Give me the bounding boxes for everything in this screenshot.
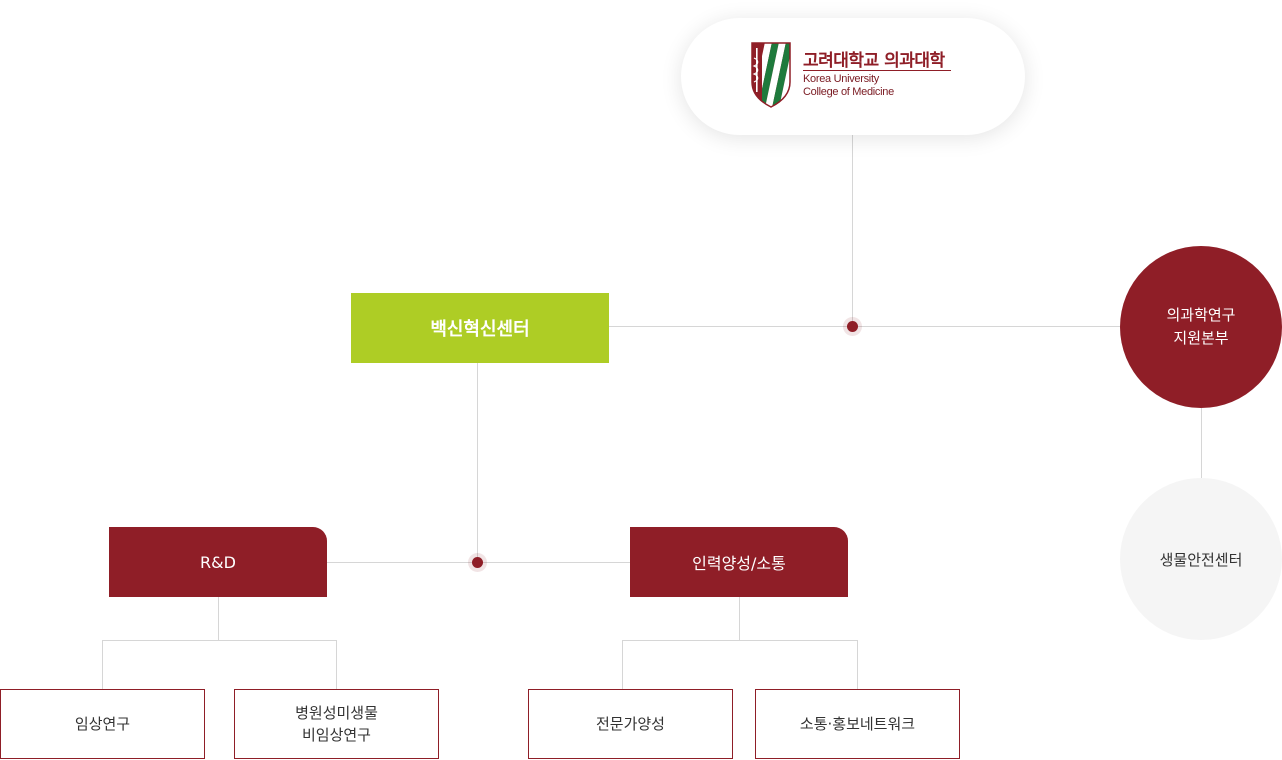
expert-training-label: 전문가양성 (595, 715, 665, 733)
connector-training-branch (622, 640, 858, 641)
logo-english-line2: College of Medicine (803, 86, 894, 98)
connector-rnd-left (102, 640, 103, 689)
training-communication-division-node: 인력양성/소통 (630, 527, 848, 597)
communication-network-label: 소통·홍보네트워크 (799, 715, 916, 733)
vaccine-innovation-center-node: 백신혁신센터 (351, 293, 609, 363)
rnd-division-node: R&D (109, 527, 327, 597)
logo-divider (803, 70, 951, 71)
junction-dot-top (847, 321, 858, 332)
expert-training-unit: 전문가양성 (528, 689, 733, 759)
support-hq-label-line1: 의과학연구 (1166, 306, 1236, 324)
clinical-research-label: 임상연구 (74, 715, 131, 733)
connector-center-to-divisions (477, 363, 478, 562)
connector-training-left (622, 640, 623, 689)
medical-research-support-hq-node: 의과학연구 지원본부 (1120, 246, 1282, 408)
support-hq-label-line2: 지원본부 (1173, 329, 1229, 347)
biosafety-center-label: 생물안전센터 (1159, 550, 1243, 569)
connector-rnd-branch (102, 640, 337, 641)
university-logo-box: 고려대학교 의과대학 Korea University College of M… (681, 18, 1025, 135)
connector-training-right (857, 640, 858, 689)
training-division-label: 인력양성/소통 (692, 554, 786, 573)
clinical-research-unit: 임상연구 (0, 689, 205, 759)
connector-logo-to-junction (852, 135, 853, 327)
junction-dot-bottom (472, 557, 483, 568)
connector-rnd-right (336, 640, 337, 689)
vaccine-innovation-center-label: 백신혁신센터 (430, 319, 530, 340)
logo-korean-name: 고려대학교 의과대학 (803, 51, 945, 71)
communication-network-unit: 소통·홍보네트워크 (755, 689, 960, 759)
logo-english-line1: Korea University (803, 73, 879, 85)
pathogen-unit-label-line1: 병원성미생물 (295, 704, 378, 722)
university-shield-icon (751, 42, 791, 108)
connector-center-to-hq (609, 326, 1120, 327)
pathogen-unit-label-line2: 비임상연구 (301, 726, 371, 744)
pathogen-nonclinical-unit: 병원성미생물 비임상연구 (234, 689, 439, 759)
rnd-division-label: R&D (200, 552, 236, 572)
connector-rnd-down (218, 597, 219, 640)
connector-hq-to-biosafety (1201, 408, 1202, 478)
connector-training-down (739, 597, 740, 640)
biosafety-center-node: 생물안전센터 (1120, 478, 1282, 640)
